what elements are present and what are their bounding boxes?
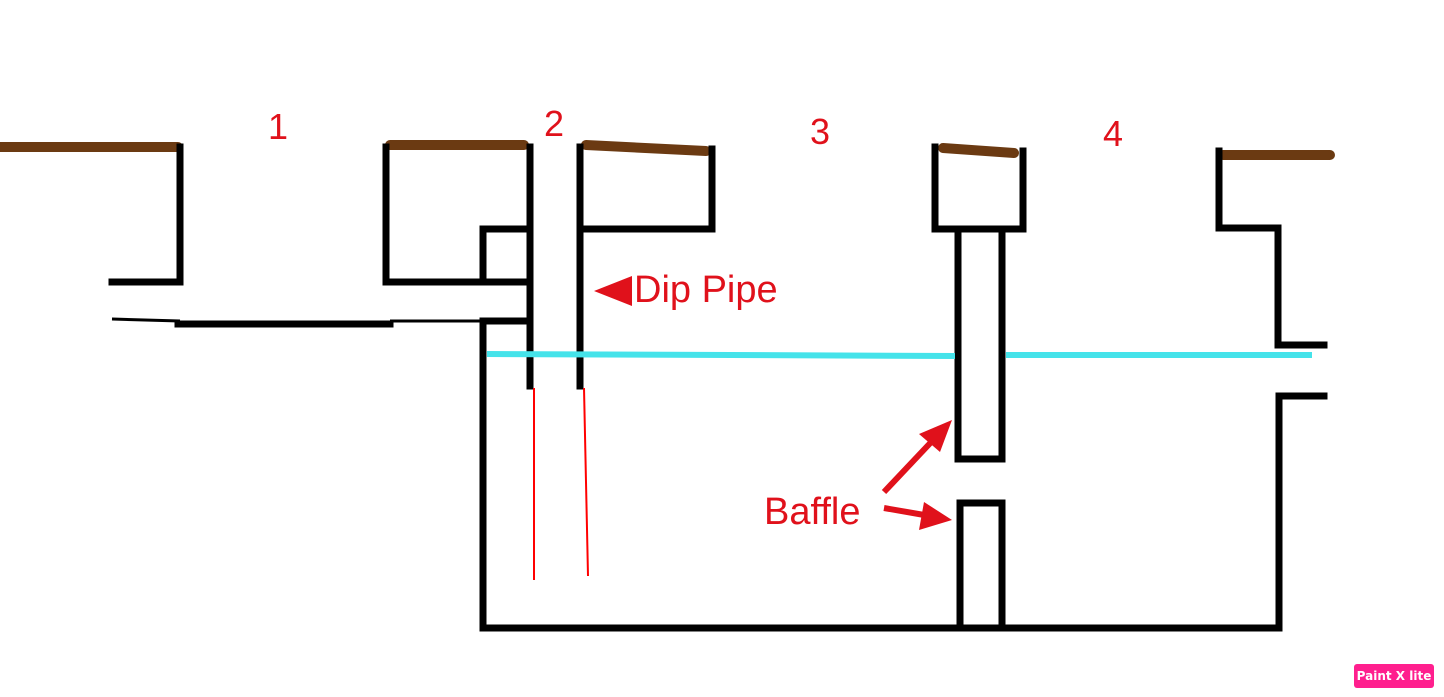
main-tank bbox=[479, 147, 1328, 632]
chamber-1-right-wall bbox=[382, 143, 534, 286]
paint-x-lite-watermark: Paint X lite bbox=[1354, 664, 1434, 688]
baffle-arrow-upper-icon bbox=[919, 420, 952, 452]
dip-pipe-annotation: Dip Pipe bbox=[594, 269, 778, 311]
baffle-lower bbox=[956, 499, 1006, 630]
chamber-2-roof bbox=[576, 145, 716, 233]
chamber-label-3: 3 bbox=[810, 111, 830, 152]
dip-pipe-label: Dip Pipe bbox=[634, 269, 778, 311]
baffle-assembly bbox=[931, 143, 1027, 630]
soil-line-3 bbox=[581, 140, 711, 156]
soil-line-4 bbox=[938, 143, 1019, 158]
baffle-access-shaft bbox=[931, 143, 1027, 233]
chamber-label-1: 1 bbox=[268, 106, 288, 147]
dip-pipe-right-extension bbox=[583, 387, 589, 577]
inlet-pipe-bottom bbox=[111, 317, 181, 323]
baffle-arrow-upper-shaft bbox=[881, 435, 938, 495]
dip-pipe-arrow-icon bbox=[594, 276, 632, 306]
ground-surface bbox=[0, 140, 1335, 160]
outlet-chamber-wall bbox=[1215, 147, 1328, 349]
baffle-arrow-lower-icon bbox=[919, 502, 952, 530]
chamber-label-4: 4 bbox=[1103, 113, 1123, 154]
tank-inlet-top bbox=[479, 225, 534, 286]
water-level bbox=[486, 351, 1312, 359]
baffle-upper bbox=[954, 225, 1006, 463]
chamber-label-2: 2 bbox=[544, 103, 564, 144]
chamber-1-left-wall bbox=[108, 143, 184, 286]
chamber-1 bbox=[108, 143, 534, 328]
chamber-2 bbox=[479, 143, 716, 580]
water-line-left bbox=[486, 351, 956, 359]
chamber-labels: 1 2 3 4 bbox=[268, 103, 1123, 154]
tank-body bbox=[479, 317, 1328, 632]
baffle-label: Baffle bbox=[764, 491, 860, 533]
baffle-annotation: Baffle bbox=[764, 420, 952, 533]
